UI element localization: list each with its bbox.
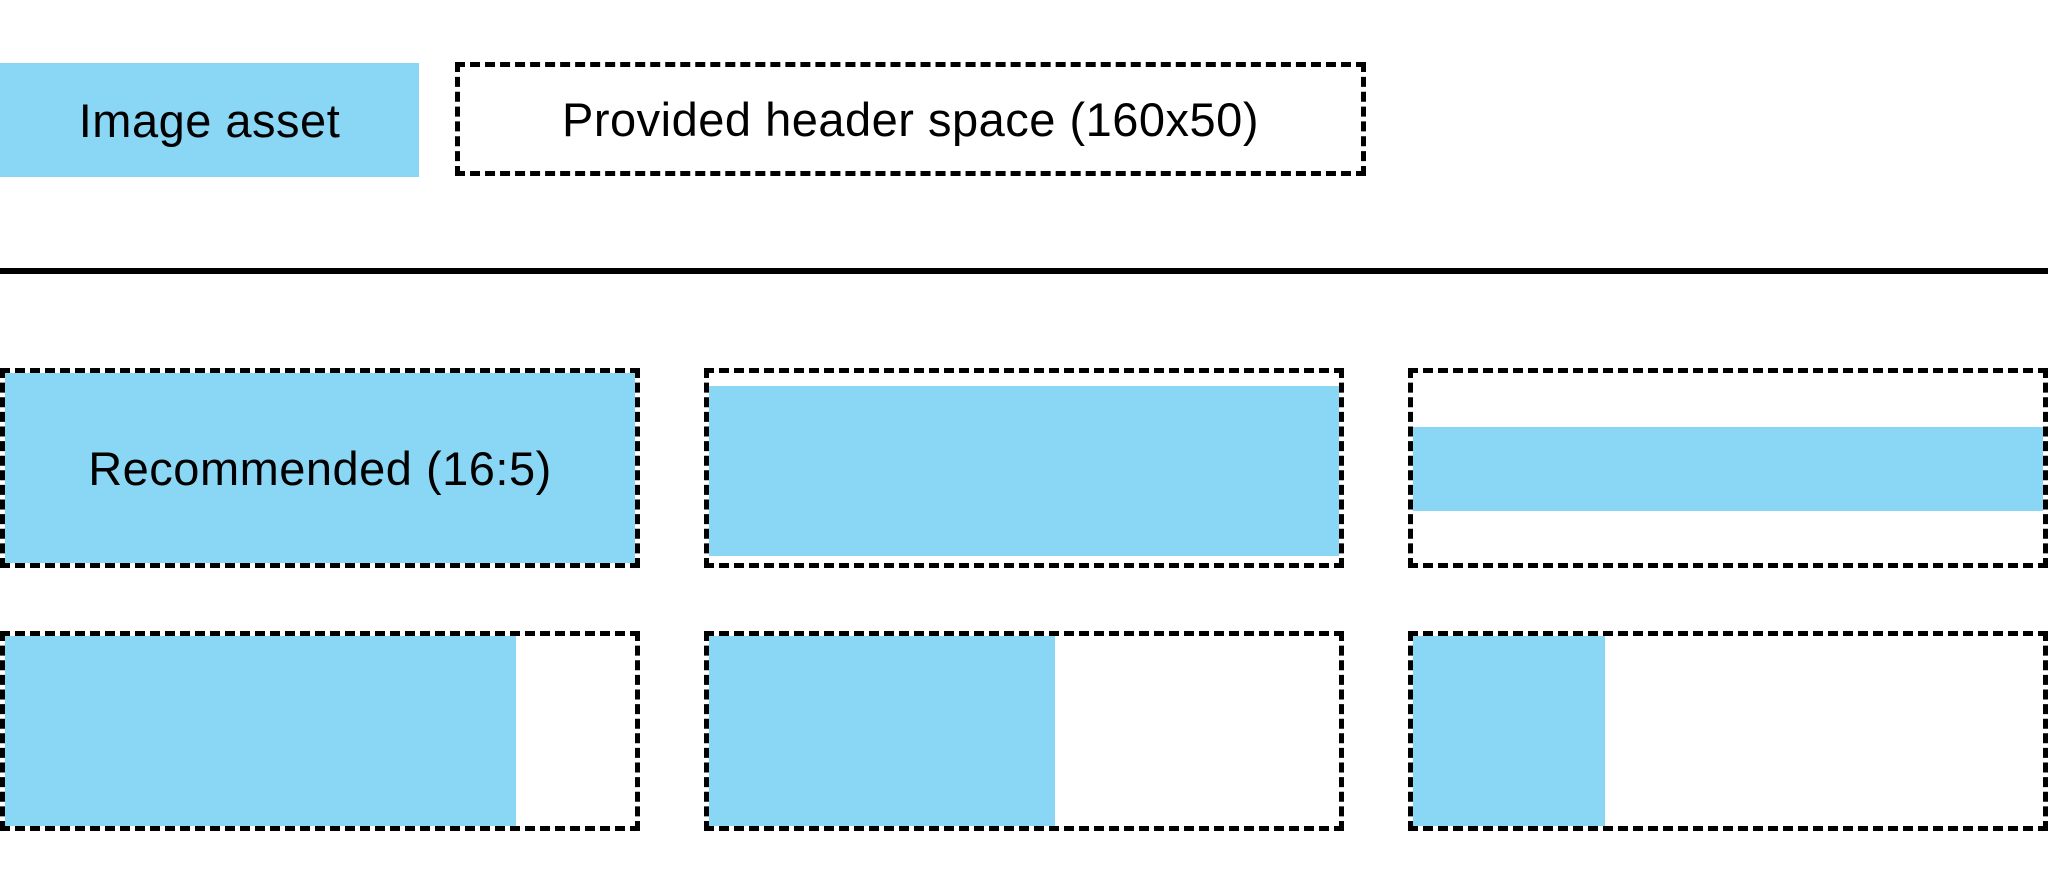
example-extra-wide-strip-letterboxed — [1408, 368, 2048, 568]
image-asset-fill-square — [1413, 636, 1605, 826]
legend-provided-header-space-box: Provided header space (160x50) — [455, 62, 1366, 176]
legend-image-asset-label: Image asset — [78, 93, 341, 147]
recommended-label: Recommended (16:5) — [88, 441, 552, 495]
image-asset-fill-recommended — [5, 373, 635, 563]
section-divider-line — [0, 268, 2048, 274]
legend-image-asset-swatch: Image asset — [0, 63, 419, 177]
example-square-asset-left-pillarboxed — [1408, 631, 2048, 831]
legend-provided-header-space-label: Provided header space (160x50) — [562, 92, 1259, 146]
example-sixteen-nine-asset-left-pillarboxed — [704, 631, 1344, 831]
image-asset-fill-wide-banner — [709, 386, 1339, 556]
image-asset-fill-extra-wide-strip — [1413, 427, 2043, 511]
image-asset-fill-sixteen-nine — [709, 636, 1055, 826]
example-wide-banner-letterboxed — [704, 368, 1344, 568]
image-asset-fill-tall — [5, 636, 516, 826]
example-tall-asset-left-pillarboxed — [0, 631, 640, 831]
example-recommended-16-5: Recommended (16:5) — [0, 368, 640, 568]
